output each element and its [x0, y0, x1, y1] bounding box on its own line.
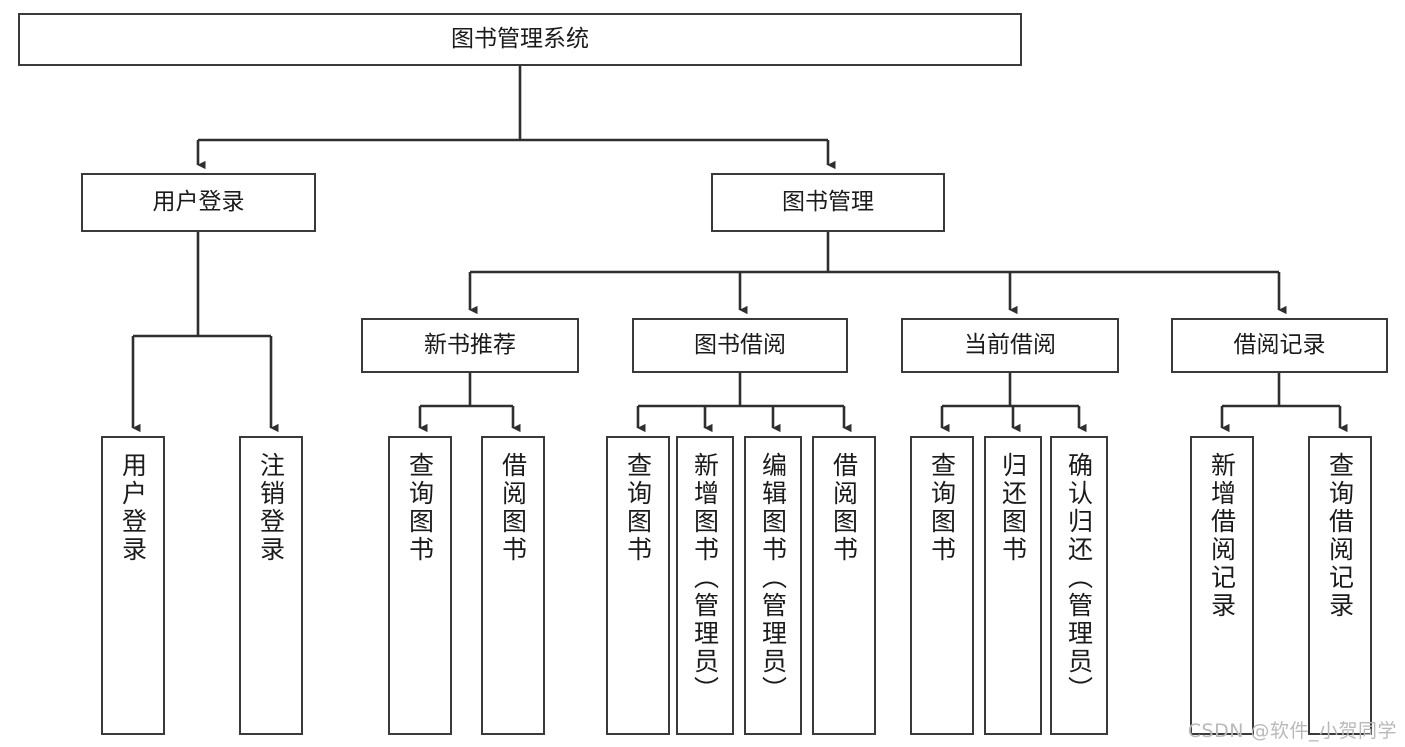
node-leaf-query-record: 查询借阅记录	[1308, 436, 1372, 735]
node-label: 图书管理	[782, 188, 874, 215]
node-leaf-borrow-book: 借阅图书	[812, 436, 876, 735]
node-label: 查询图书	[623, 452, 653, 564]
node-user-login: 用户登录	[81, 173, 316, 232]
node-label: 用户登录	[152, 188, 245, 215]
node-label: 图书管理系统	[451, 25, 589, 52]
node-label: 新增图书（管理员）	[690, 452, 720, 704]
node-leaf-confirm-return: 确认归还（管理员）	[1050, 436, 1108, 735]
node-label: 用户登录	[118, 452, 148, 564]
node-label: 注销登录	[256, 452, 286, 564]
node-label: 当前借阅	[964, 331, 1056, 358]
node-label: 确认归还（管理员）	[1064, 452, 1094, 704]
node-label: 查询借阅记录	[1325, 452, 1355, 620]
node-label: 查询图书	[927, 452, 957, 564]
node-label: 借阅记录	[1233, 331, 1326, 358]
node-label: 新书推荐	[424, 331, 516, 358]
node-leaf-query-book-rec: 查询图书	[388, 436, 452, 735]
node-leaf-query-book-cur: 查询图书	[910, 436, 974, 735]
node-book-borrow: 图书借阅	[632, 318, 848, 373]
node-leaf-query-book-borrow: 查询图书	[606, 436, 670, 735]
node-label: 编辑图书（管理员）	[758, 452, 788, 704]
node-book-manage: 图书管理	[711, 173, 945, 232]
node-borrow-record: 借阅记录	[1171, 318, 1388, 373]
node-leaf-borrow-book-rec: 借阅图书	[481, 436, 545, 735]
node-leaf-add-record: 新增借阅记录	[1190, 436, 1254, 735]
node-label: 新增借阅记录	[1207, 452, 1237, 620]
node-leaf-user-logout: 注销登录	[239, 436, 303, 735]
node-root: 图书管理系统	[18, 13, 1022, 66]
node-label: 查询图书	[405, 452, 435, 564]
node-current-borrow: 当前借阅	[901, 318, 1119, 373]
node-label: 借阅图书	[498, 452, 528, 564]
node-label: 归还图书	[998, 452, 1028, 564]
node-leaf-edit-book: 编辑图书（管理员）	[744, 436, 802, 735]
node-label: 借阅图书	[829, 452, 859, 564]
node-leaf-user-login: 用户登录	[101, 436, 165, 735]
node-leaf-return-book: 归还图书	[984, 436, 1042, 735]
node-label: 图书借阅	[694, 331, 786, 358]
node-new-book-rec: 新书推荐	[361, 318, 579, 373]
node-leaf-add-book: 新增图书（管理员）	[676, 436, 734, 735]
